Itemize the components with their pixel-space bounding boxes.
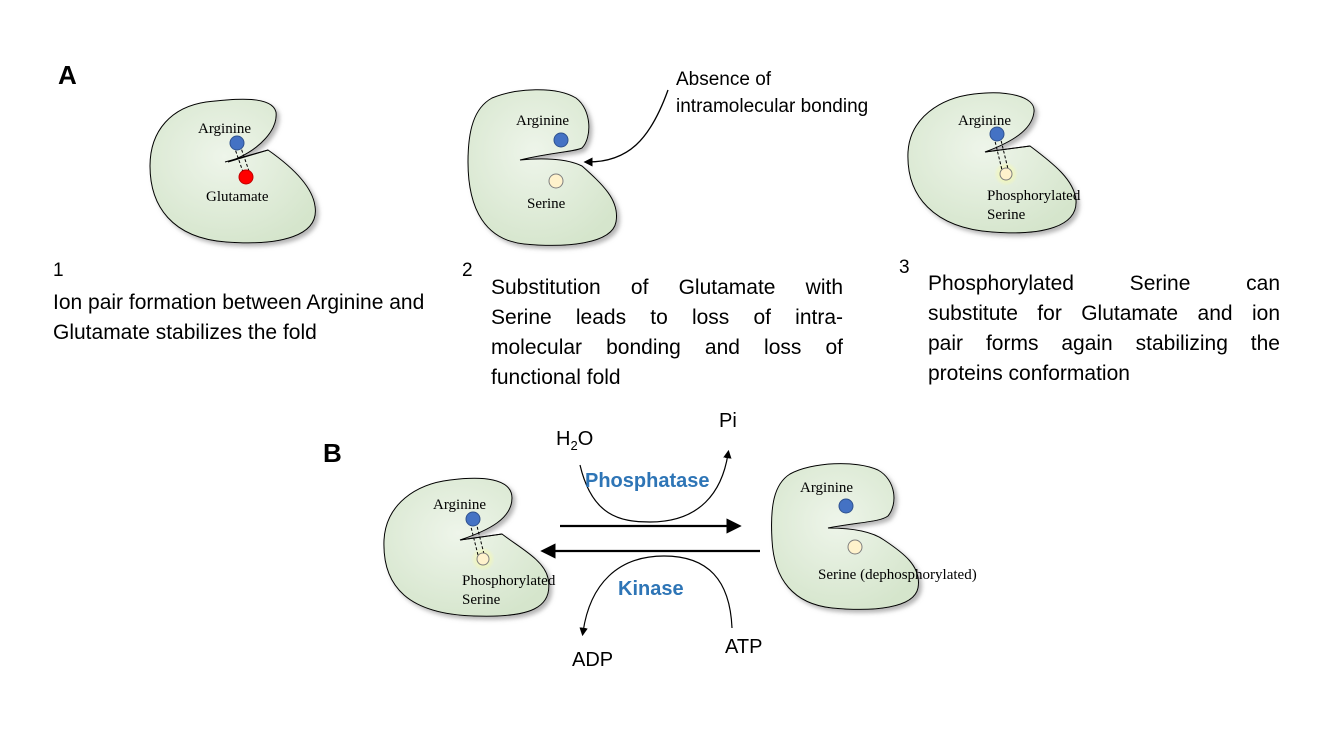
fold-line [224, 149, 269, 163]
glutamate-label: Glutamate [206, 189, 269, 205]
arginine-label: Arginine [516, 113, 569, 129]
panel-a-label: A [58, 60, 77, 90]
annotation-line: intramolecular bonding [676, 96, 869, 117]
serine-residue [847, 539, 863, 555]
phosphoserine-label-line2: Serine [987, 207, 1026, 223]
arginine-residue [838, 498, 854, 514]
annotation-line: Absence of [676, 69, 772, 90]
ion-bond [993, 136, 1003, 171]
protein-dephosphorylated: Arginine Serine (dephosphorylated) [771, 463, 977, 610]
caption-line: Substitution of Glutamate with [491, 276, 843, 299]
phosphate-label: Pi [719, 410, 737, 432]
adp-label: ADP [572, 649, 614, 671]
fold-line [984, 145, 1031, 153]
ion-bond [469, 522, 479, 556]
kinase-arc [579, 555, 733, 637]
water-tail: O [577, 428, 594, 450]
atp-label: ATP [725, 636, 763, 658]
ion-bond [239, 144, 250, 172]
arginine-label: Arginine [433, 497, 486, 513]
state-3-caption: Phosphorylated Serine can substitute for… [928, 269, 1280, 389]
phosphoserine-residue [476, 552, 490, 566]
caption-line: Serine leads to loss of intra- [491, 306, 843, 329]
protein-body [771, 463, 919, 610]
caption-line: molecular bonding and loss of [491, 336, 843, 359]
phosphatase-label: Phosphatase [585, 470, 710, 492]
caption-line: proteins conformation [928, 362, 1130, 385]
glutamate-residue [238, 169, 254, 185]
ion-bond [475, 521, 485, 555]
caption-line: substitute for Glutamate and ion [928, 302, 1280, 325]
caption-line: Phosphorylated Serine can [928, 272, 1280, 295]
annotation-arrow [583, 89, 669, 167]
arginine-label: Arginine [198, 121, 251, 137]
serine-label: Serine [527, 196, 566, 212]
water-label: H2O [556, 428, 593, 453]
panel-b-label: B [323, 438, 342, 468]
arginine-residue [229, 135, 245, 151]
protein-phosphorylated: Arginine Phosphorylated Serine [383, 477, 556, 617]
ion-bond [999, 135, 1009, 170]
caption-line: pair forms again stabilizing the [928, 332, 1280, 355]
phosphatase-arc [579, 449, 732, 523]
arginine-label: Arginine [958, 113, 1011, 129]
phosphoserine-residue [999, 167, 1013, 181]
protein-body [907, 92, 1077, 234]
state-number-2: 2 [462, 260, 473, 281]
arginine-label: Arginine [800, 480, 853, 496]
protein-body [149, 98, 316, 244]
state-number-3: 3 [899, 257, 910, 278]
water-base: H [556, 428, 571, 450]
serine-label: Serine (dephosphorylated) [818, 567, 977, 583]
phosphoserine-label-line2: Serine [462, 592, 501, 608]
arginine-residue [465, 511, 481, 527]
state-2-caption: Substitution of Glutamate with Serine le… [491, 273, 843, 393]
water-subscript: 2 [570, 438, 578, 453]
kinase-label: Kinase [618, 578, 684, 600]
phosphoserine-label-line1: Phosphorylated [987, 188, 1081, 204]
caption-line: functional fold [491, 366, 621, 389]
arginine-residue [553, 132, 569, 148]
serine-residue [548, 173, 564, 189]
protein-state-2: Arginine Serine [467, 89, 669, 246]
annotation-absence: Absence of intramolecular bonding [676, 66, 906, 120]
phosphoserine-label-line1: Phosphorylated [462, 573, 556, 589]
arginine-residue [989, 126, 1005, 142]
fold-line [459, 533, 503, 541]
protein-state-1: Arginine Glutamate [149, 98, 316, 244]
protein-body [467, 89, 618, 246]
state-1-caption: Ion pair formation between Arginine and … [53, 291, 425, 344]
ion-bond [233, 145, 244, 173]
state-number-1: 1 [53, 260, 64, 281]
protein-body [383, 477, 550, 617]
protein-state-3: Arginine Phosphorylated Serine [907, 92, 1081, 234]
